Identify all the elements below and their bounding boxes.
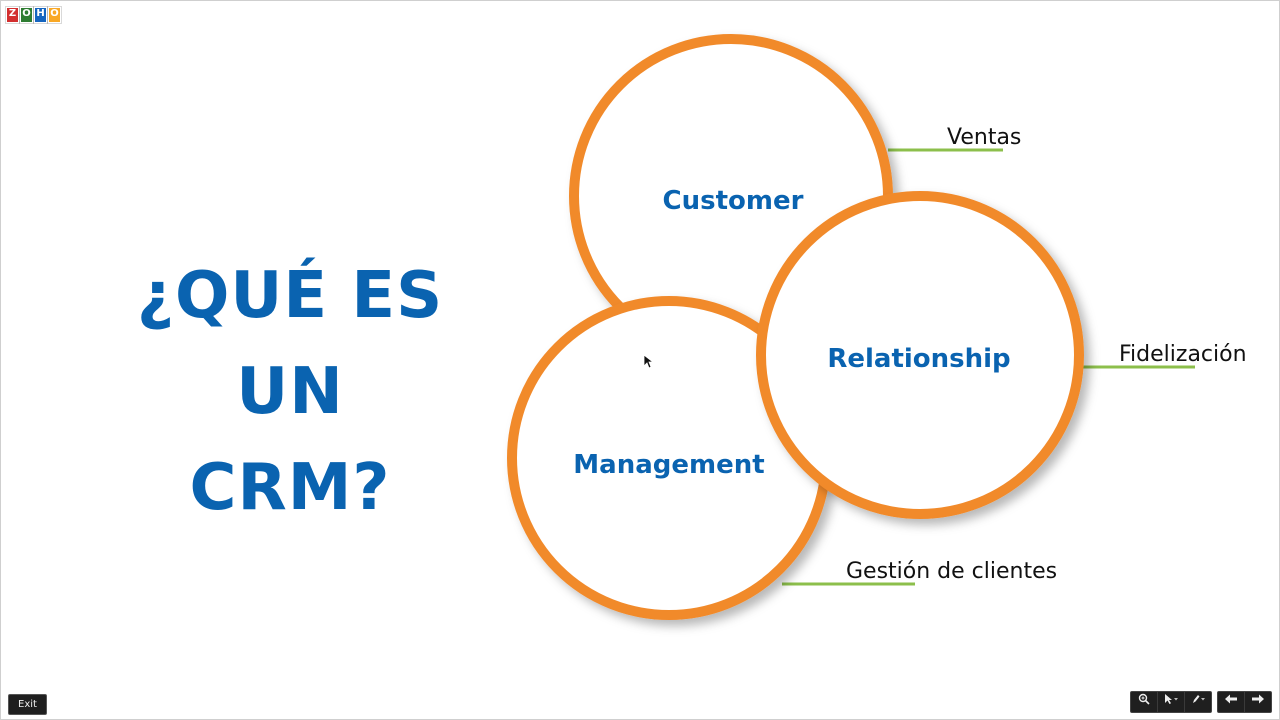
logo-letter: O — [20, 7, 33, 23]
arrow-right-icon[interactable] — [1245, 692, 1271, 712]
nav-group — [1217, 691, 1272, 713]
word-management: Management — [573, 450, 764, 480]
slide-title: ¿QUÉ ES UN CRM? — [90, 248, 490, 536]
pen-icon[interactable] — [1185, 692, 1211, 712]
logo-letter: O — [48, 7, 61, 23]
logo-letter: Z — [6, 7, 19, 23]
pointer-icon[interactable] — [1158, 692, 1185, 712]
tag-fidelizacion: Fidelización — [1119, 342, 1247, 367]
exit-toolbar: Exit — [8, 694, 47, 715]
title-line-1: ¿QUÉ ES UN — [136, 259, 444, 429]
tool-group — [1130, 691, 1212, 713]
exit-button[interactable]: Exit — [8, 694, 47, 715]
word-relationship: Relationship — [827, 344, 1010, 374]
logo-letter: H — [34, 7, 47, 23]
zoom-icon[interactable] — [1131, 692, 1158, 712]
arrow-left-icon[interactable] — [1218, 692, 1245, 712]
presentation-toolbar — [1130, 691, 1272, 713]
mouse-cursor-icon — [643, 354, 655, 369]
zoho-logo: Z O H O — [6, 7, 61, 23]
title-line-2: CRM? — [189, 451, 391, 525]
word-customer: Customer — [663, 186, 804, 216]
tag-gestion: Gestión de clientes — [846, 559, 1057, 584]
tag-ventas: Ventas — [947, 125, 1021, 150]
circle-relationship — [756, 191, 1084, 519]
